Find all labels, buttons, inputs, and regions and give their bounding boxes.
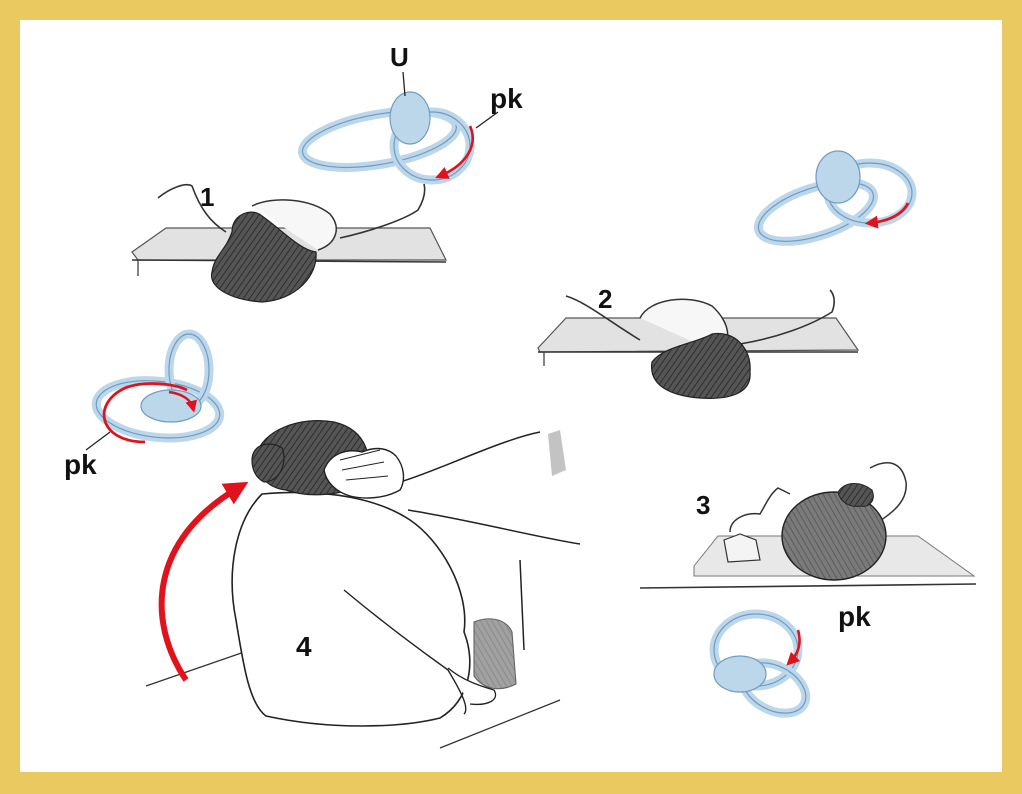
step4-floor-left xyxy=(146,650,250,686)
pk-label-bottom: pk xyxy=(838,601,871,632)
step1-pk-leader xyxy=(476,112,498,128)
pk-label-top: pk xyxy=(490,83,523,114)
step3-head xyxy=(782,492,886,580)
step4-examiner-leg xyxy=(474,619,516,689)
pk-label-left: pk xyxy=(64,449,97,480)
step4-sit-up-arrow xyxy=(162,488,238,680)
step2-figure xyxy=(538,290,858,398)
bottom-right-semicircular-canal xyxy=(714,614,814,723)
top-right-semicircular-canal xyxy=(751,151,912,253)
step1-u-leader xyxy=(403,72,405,96)
step4-figure xyxy=(146,421,580,748)
step4-examiner-shade xyxy=(548,430,566,476)
step1-shoulder-left xyxy=(158,185,226,232)
left-pk-leader xyxy=(86,432,110,450)
step1-semicircular-canal xyxy=(298,92,472,180)
step3-figure xyxy=(640,463,976,588)
utricle-label: U xyxy=(390,42,409,72)
step4-label: 4 xyxy=(296,631,312,662)
step2-label: 2 xyxy=(598,284,612,314)
step1-label: 1 xyxy=(200,182,214,212)
step1-figure xyxy=(132,184,446,302)
step3-table-edge xyxy=(640,584,976,588)
step4-patient-torso xyxy=(232,492,470,726)
step4-floor-right xyxy=(440,700,560,748)
left-semicircular-canal xyxy=(93,334,222,444)
step3-label: 3 xyxy=(696,490,710,520)
